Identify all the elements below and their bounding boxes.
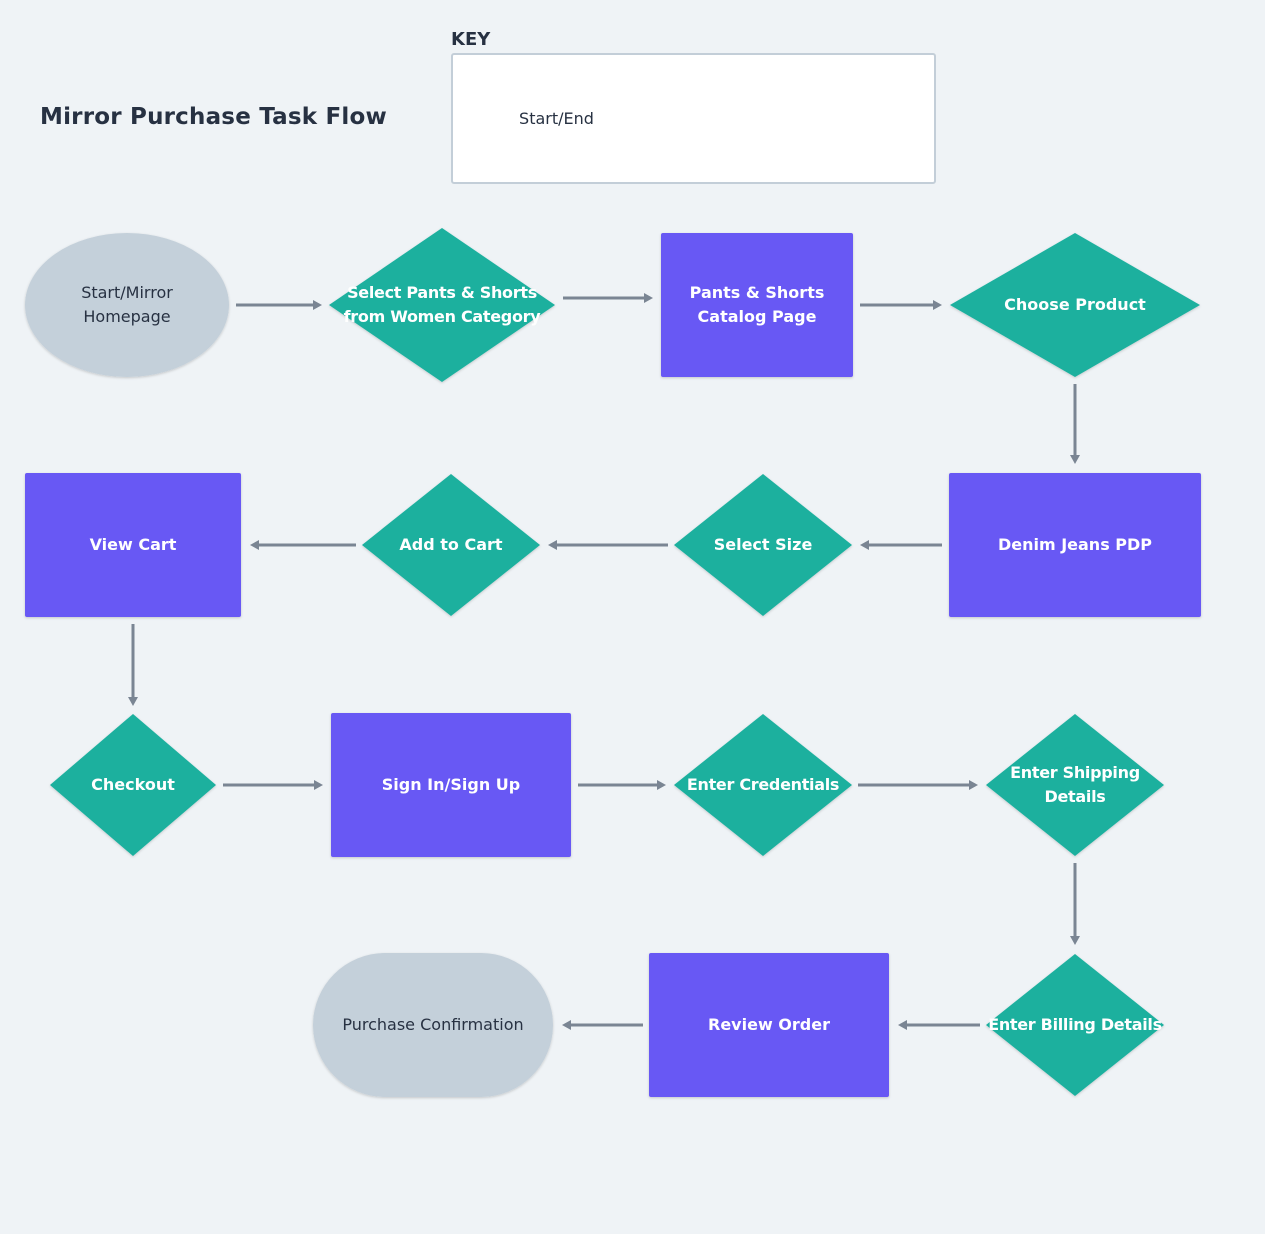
arrowhead-billing <box>1070 936 1080 945</box>
arrowhead-sign-in <box>314 780 323 790</box>
node-review[interactable] <box>649 953 889 1097</box>
arrowhead-review <box>898 1020 907 1030</box>
connectors <box>128 293 1080 1030</box>
key-label: KEY <box>451 29 491 50</box>
page-title: Mirror Purchase Task Flow <box>40 104 387 130</box>
arrowhead-confirmation <box>562 1020 571 1030</box>
arrowhead-catalog <box>644 293 653 303</box>
node-confirmation[interactable] <box>313 953 553 1097</box>
arrowhead-credentials <box>657 780 666 790</box>
arrowhead-select-size <box>860 540 869 550</box>
arrowhead-choose-product <box>933 300 942 310</box>
node-view-cart[interactable] <box>25 473 241 617</box>
arrowhead-shipping <box>969 780 978 790</box>
node-choose-product[interactable] <box>950 233 1200 377</box>
node-select-pants[interactable] <box>329 228 555 382</box>
arrowhead-select-pants <box>313 300 322 310</box>
node-catalog[interactable] <box>661 233 853 377</box>
node-sign-in[interactable] <box>331 713 571 857</box>
node-credentials[interactable] <box>674 714 852 856</box>
flow-nodes <box>25 228 1201 1097</box>
node-add-to-cart[interactable] <box>362 474 540 616</box>
key-legend-box <box>451 53 936 184</box>
node-shipping[interactable] <box>986 714 1164 856</box>
node-select-size[interactable] <box>674 474 852 616</box>
node-start[interactable] <box>25 233 229 377</box>
arrowhead-pdp <box>1070 455 1080 464</box>
node-billing[interactable] <box>986 954 1164 1096</box>
arrowhead-checkout <box>128 697 138 706</box>
node-checkout[interactable] <box>50 714 216 856</box>
arrowhead-view-cart <box>250 540 259 550</box>
node-pdp[interactable] <box>949 473 1201 617</box>
arrowhead-add-to-cart <box>548 540 557 550</box>
